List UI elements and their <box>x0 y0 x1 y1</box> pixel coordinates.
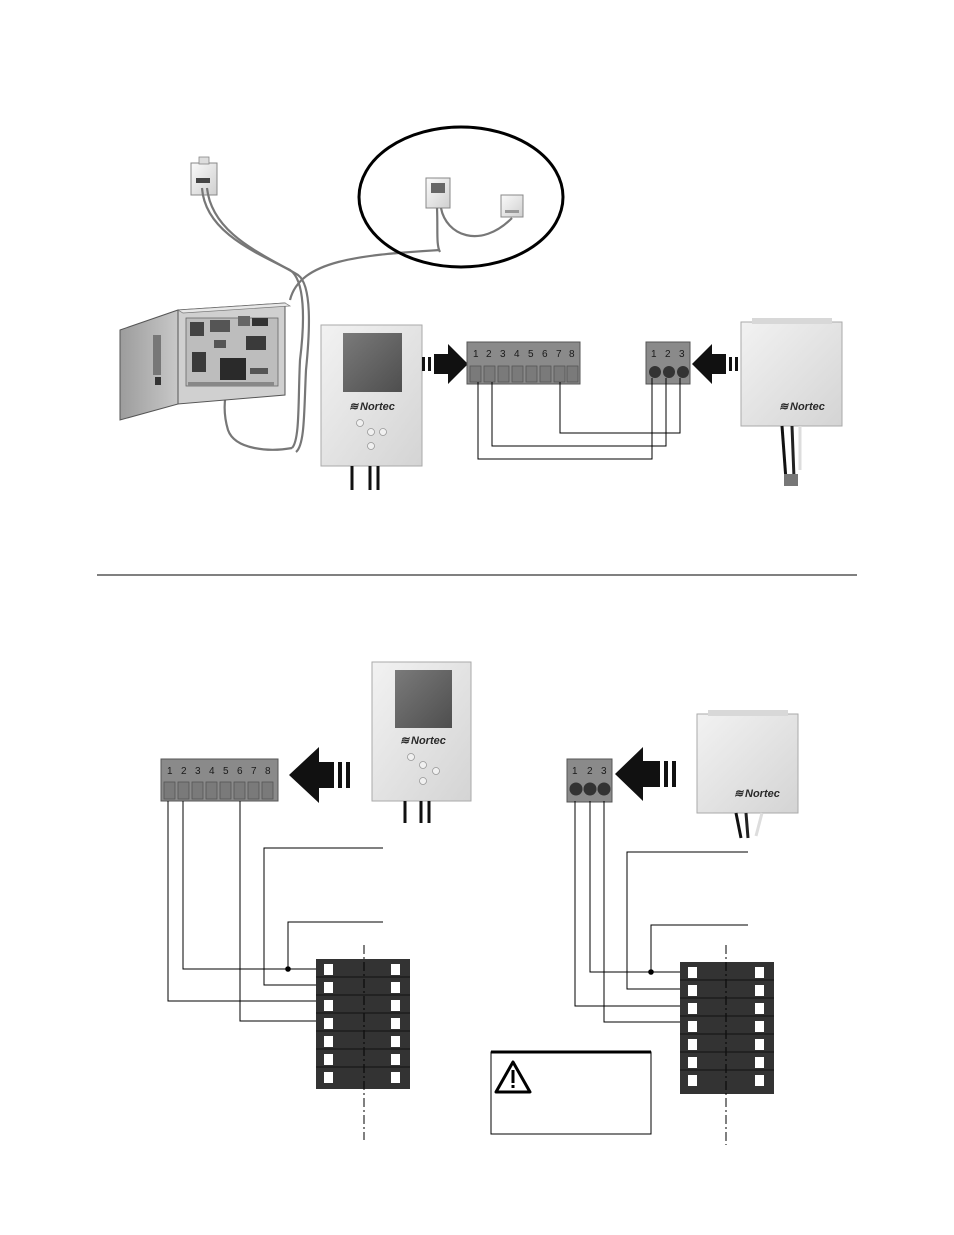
thick-arrow-icon <box>422 344 468 384</box>
terminal-8pin-bottom: 1 2 3 4 5 6 7 8 <box>160 758 279 802</box>
svg-text:Nortec: Nortec <box>745 788 780 800</box>
svg-text:≋: ≋ <box>400 735 411 747</box>
svg-text:4: 4 <box>514 349 520 360</box>
thick-arrow-icon <box>289 747 350 803</box>
nortec-logo: ≋ Nortec <box>400 735 446 747</box>
sensor-cables <box>200 187 441 453</box>
humidity-display-sensor <box>425 177 451 209</box>
svg-text:1: 1 <box>651 349 657 360</box>
svg-text:5: 5 <box>528 349 534 360</box>
bottom-left-diagram: 1 2 3 4 5 6 7 8 <box>160 661 472 1140</box>
svg-text:4: 4 <box>209 766 215 777</box>
svg-text:8: 8 <box>265 766 271 777</box>
svg-text:2: 2 <box>486 349 492 360</box>
terminal-3pin-bottom: 1 2 3 <box>566 758 613 803</box>
terminal-strip-left <box>316 945 410 1140</box>
terminal-strip-right <box>680 945 774 1145</box>
svg-text:≋: ≋ <box>734 788 745 800</box>
terminal-3pin-top: 1 2 3 <box>645 341 691 385</box>
svg-text:2: 2 <box>181 766 187 777</box>
svg-text:Nortec: Nortec <box>360 401 395 413</box>
svg-text:3: 3 <box>679 349 685 360</box>
terminal-3pin-top-labels: 1 2 3 <box>651 349 685 360</box>
nortec-logo: ≋ Nortec <box>734 788 780 800</box>
svg-text:1: 1 <box>167 766 173 777</box>
control-enclosure <box>119 302 292 421</box>
warning-box <box>490 1050 652 1135</box>
terminal-8pin-top-labels: 1 2 3 4 5 6 7 8 <box>473 349 575 360</box>
controller-device-top: ≋ Nortec <box>320 324 423 490</box>
svg-text:1: 1 <box>572 766 578 777</box>
bottom-right-wiring <box>574 801 748 1023</box>
bottom-left-wiring <box>167 801 383 1022</box>
thick-arrow-icon <box>615 747 676 801</box>
svg-text:5: 5 <box>223 766 229 777</box>
top-wiring <box>477 378 681 460</box>
humidity-sensor <box>500 194 524 218</box>
nortec-logo: ≋ Nortec <box>779 401 825 413</box>
thick-arrow-icon <box>692 344 738 384</box>
svg-text:≋: ≋ <box>349 401 360 413</box>
svg-text:Nortec: Nortec <box>411 735 446 747</box>
bottom-right-diagram: 1 2 3 ≋ Nortec <box>566 710 799 1145</box>
svg-text:3: 3 <box>195 766 201 777</box>
svg-text:3: 3 <box>500 349 506 360</box>
sensor-device-bottom: ≋ Nortec <box>696 710 799 839</box>
svg-text:≋: ≋ <box>779 401 790 413</box>
svg-text:7: 7 <box>251 766 257 777</box>
svg-text:6: 6 <box>542 349 548 360</box>
svg-text:7: 7 <box>556 349 562 360</box>
nortec-logo: ≋ Nortec <box>349 401 395 413</box>
sensor-device-top: ≋ Nortec <box>740 318 843 486</box>
warning-triangle-icon <box>494 1060 532 1094</box>
controller-device-bottom: ≋ Nortec <box>371 661 472 823</box>
svg-text:Nortec: Nortec <box>790 401 825 413</box>
svg-text:2: 2 <box>587 766 593 777</box>
terminal-8pin-bottom-labels: 1 2 3 4 5 6 7 8 <box>167 766 271 777</box>
top-overview: ≋ Nortec 1 2 3 4 5 6 <box>119 125 843 490</box>
svg-text:2: 2 <box>665 349 671 360</box>
svg-text:1: 1 <box>473 349 479 360</box>
wall-sensor-small <box>190 156 218 196</box>
terminal-3pin-bottom-labels: 1 2 3 <box>572 766 607 777</box>
svg-text:6: 6 <box>237 766 243 777</box>
svg-text:3: 3 <box>601 766 607 777</box>
svg-text:8: 8 <box>569 349 575 360</box>
highlight-circle <box>357 125 565 269</box>
terminal-8pin-top: 1 2 3 4 5 6 7 8 <box>466 341 581 385</box>
